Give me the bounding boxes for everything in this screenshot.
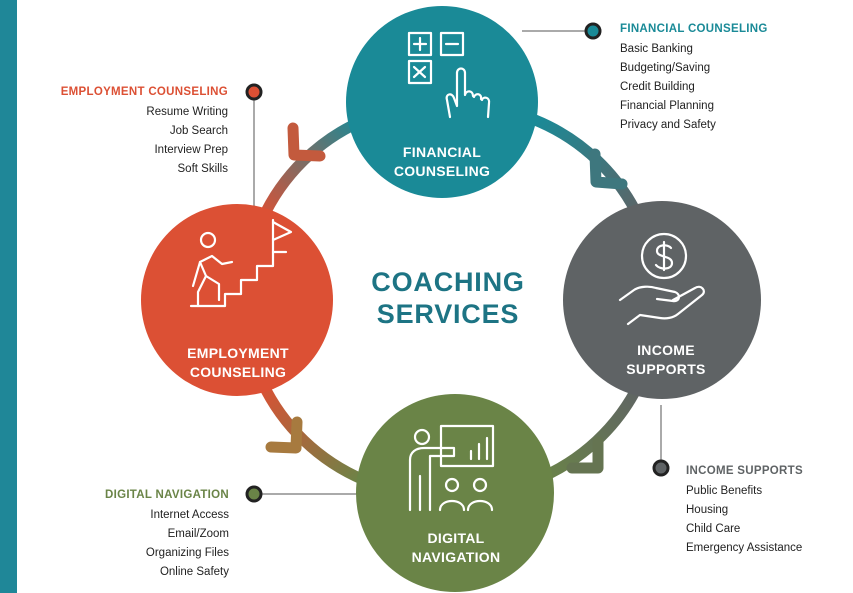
arrowhead-to-income <box>566 436 604 474</box>
left-accent-bar <box>0 0 17 593</box>
arc-income-to-financial <box>529 114 646 226</box>
node-financial-line2: COUNSELING <box>393 163 491 179</box>
list-item: Credit Building <box>620 81 695 93</box>
marker-digital <box>245 485 263 503</box>
node-employment-line2: COUNSELING <box>189 364 287 380</box>
callout-financial: FINANCIAL COUNSELING Basic Banking Budge… <box>620 20 768 135</box>
node-financial-line1: FINANCIAL <box>402 144 482 160</box>
callout-employment: EMPLOYMENT COUNSELING Resume Writing Job… <box>61 83 228 179</box>
list-item: Budgeting/Saving <box>620 62 711 74</box>
node-digital <box>356 394 554 592</box>
center-title-line1: COACHING <box>371 267 525 297</box>
callout-income-heading: INCOME SUPPORTS <box>686 465 803 477</box>
node-employment-line1: EMPLOYMENT <box>187 345 289 361</box>
node-income-line1: INCOME <box>637 342 695 358</box>
list-item: Soft Skills <box>177 163 229 175</box>
node-digital-line2: NAVIGATION <box>411 549 501 565</box>
center-title-line2: SERVICES <box>376 299 520 329</box>
node-income-line2: SUPPORTS <box>626 361 706 377</box>
list-item: Online Safety <box>159 566 229 578</box>
list-item: Privacy and Safety <box>620 119 716 131</box>
list-item: Child Care <box>686 523 741 535</box>
arrowhead-to-employment <box>287 122 326 162</box>
arrowhead-to-financial <box>589 148 628 190</box>
callout-digital-heading: DIGITAL NAVIGATION <box>104 489 229 501</box>
node-financial <box>346 6 538 198</box>
list-item: Interview Prep <box>154 144 228 156</box>
list-item: Housing <box>686 504 729 516</box>
list-item: Basic Banking <box>620 43 693 55</box>
node-label-employment: EMPLOYMENT COUNSELING <box>163 344 313 382</box>
marker-financial <box>584 22 602 40</box>
list-item: Public Benefits <box>686 485 763 497</box>
list-item: Resume Writing <box>146 106 228 118</box>
node-label-income: INCOME SUPPORTS <box>596 341 736 379</box>
callout-digital: DIGITAL NAVIGATION Internet Access Email… <box>105 486 229 582</box>
marker-income <box>652 459 670 477</box>
marker-employment <box>245 83 263 101</box>
arrowhead-to-digital <box>265 416 303 454</box>
arc-employment-to-digital <box>256 376 370 486</box>
center-title: COACHING SERVICES <box>358 266 538 330</box>
node-label-digital: DIGITAL NAVIGATION <box>386 529 526 567</box>
calculator-touch-icon <box>407 31 491 119</box>
list-item: Organizing Files <box>145 547 229 559</box>
list-item: Internet Access <box>150 509 229 521</box>
callout-financial-heading: FINANCIAL COUNSELING <box>620 23 768 35</box>
presenter-board-icon <box>408 424 495 512</box>
callout-employment-heading: EMPLOYMENT COUNSELING <box>60 86 228 98</box>
list-item: Job Search <box>169 125 228 137</box>
node-digital-line1: DIGITAL <box>427 530 485 546</box>
list-item: Email/Zoom <box>167 528 229 540</box>
money-hand-icon <box>618 232 705 326</box>
list-item: Financial Planning <box>620 100 714 112</box>
arc-financial-to-employment <box>256 114 370 226</box>
stairs-flag-icon <box>189 218 293 308</box>
callout-income: INCOME SUPPORTS Public Benefits Housing … <box>686 462 803 558</box>
list-item: Emergency Assistance <box>686 542 803 554</box>
node-label-financial: FINANCIAL COUNSELING <box>372 143 512 181</box>
